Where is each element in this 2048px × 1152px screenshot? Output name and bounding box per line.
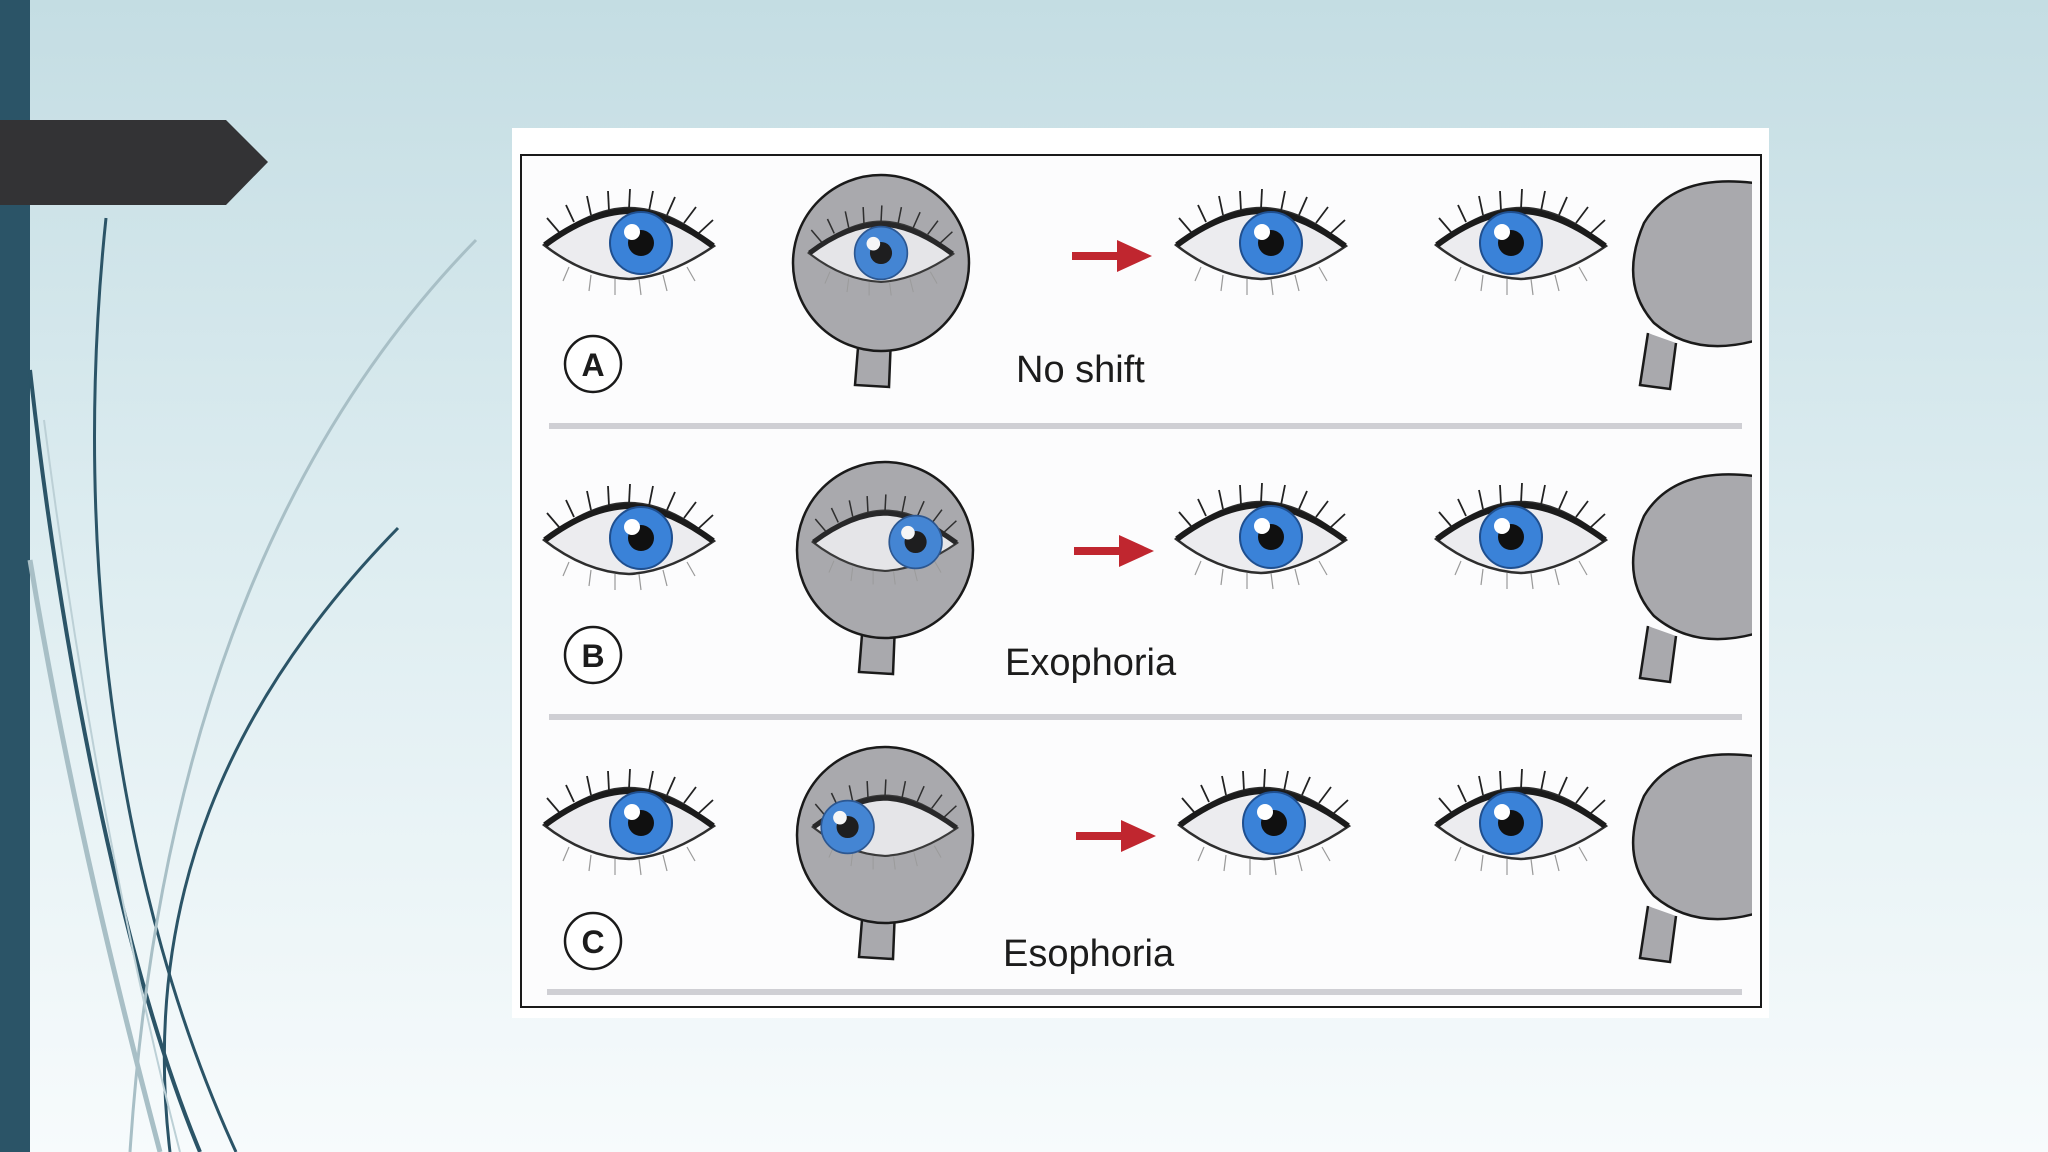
row-c: C Esophoria [544,745,1752,995]
side-paddle-icon [1631,473,1752,684]
decorative-swooshes [27,217,478,1152]
title-tab [0,120,268,205]
uncovered-eye-icon [1176,189,1346,295]
row-divider [549,714,1742,720]
figure-drawing: A No shift B Exop [512,173,1752,995]
row-letter-c: C [581,924,604,960]
side-paddle-icon [1631,753,1752,964]
left-eye-icon [544,189,714,295]
row-b: B Exophoria [544,460,1752,720]
cover-paddle-icon [795,460,975,676]
row-caption-c: Esophoria [1003,933,1175,975]
uncovered-eye-icon [1176,483,1346,589]
row-caption-b: Exophoria [1005,642,1177,684]
row-letter-b: B [581,638,604,674]
arrow-right-icon [1076,820,1156,852]
row-caption-a: No shift [1016,349,1145,391]
right-eye-icon [1436,189,1606,295]
row-letter-circle [563,911,623,971]
arrow-right-icon [1072,240,1152,272]
row-letter-circle [563,334,623,394]
row-a: A No shift [544,173,1752,429]
row-letter-circle [563,625,623,685]
row-divider [547,989,1742,995]
phoria-figure: A No shift B Exop [512,128,1769,1018]
figure-frame [520,154,1762,1008]
row-letter-a: A [581,347,604,383]
right-eye-icon [1436,769,1606,875]
uncovered-eye-icon [1179,769,1349,875]
right-eye-icon [1436,483,1606,589]
left-eye-icon [544,484,714,590]
side-paddle-icon [1631,180,1752,391]
arrow-right-icon [1074,535,1154,567]
row-divider [549,423,1742,429]
cover-paddle-icon [791,173,971,389]
cover-paddle-icon [795,745,975,961]
left-eye-icon [544,769,714,875]
